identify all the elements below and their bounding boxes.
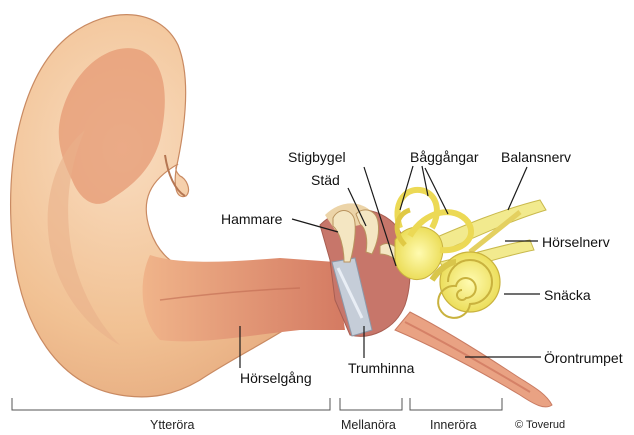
section-brackets (12, 398, 502, 410)
label-snacka: Snäcka (544, 287, 591, 303)
eustachian-tube (395, 312, 552, 407)
label-orontrumpet: Örontrumpet (544, 350, 623, 366)
section-ytteroera: Ytteröra (150, 418, 194, 432)
copyright-credit: © Toverud (515, 419, 565, 431)
inner-ear (395, 190, 546, 318)
section-mellanoera: Mellanöra (341, 418, 396, 432)
label-trumhinna: Trumhinna (348, 360, 414, 376)
label-stigbygel: Stigbygel (288, 149, 346, 165)
label-horselgang: Hörselgång (240, 370, 312, 386)
label-baggangar: Båggångar (410, 149, 479, 165)
label-balansnerv: Balansnerv (501, 149, 571, 165)
label-horselnerv: Hörselnerv (542, 234, 610, 250)
section-inneroera: Inneröra (430, 418, 477, 432)
label-stad: Städ (311, 172, 340, 188)
label-hammare: Hammare (221, 211, 282, 227)
ear-canal (143, 255, 345, 341)
